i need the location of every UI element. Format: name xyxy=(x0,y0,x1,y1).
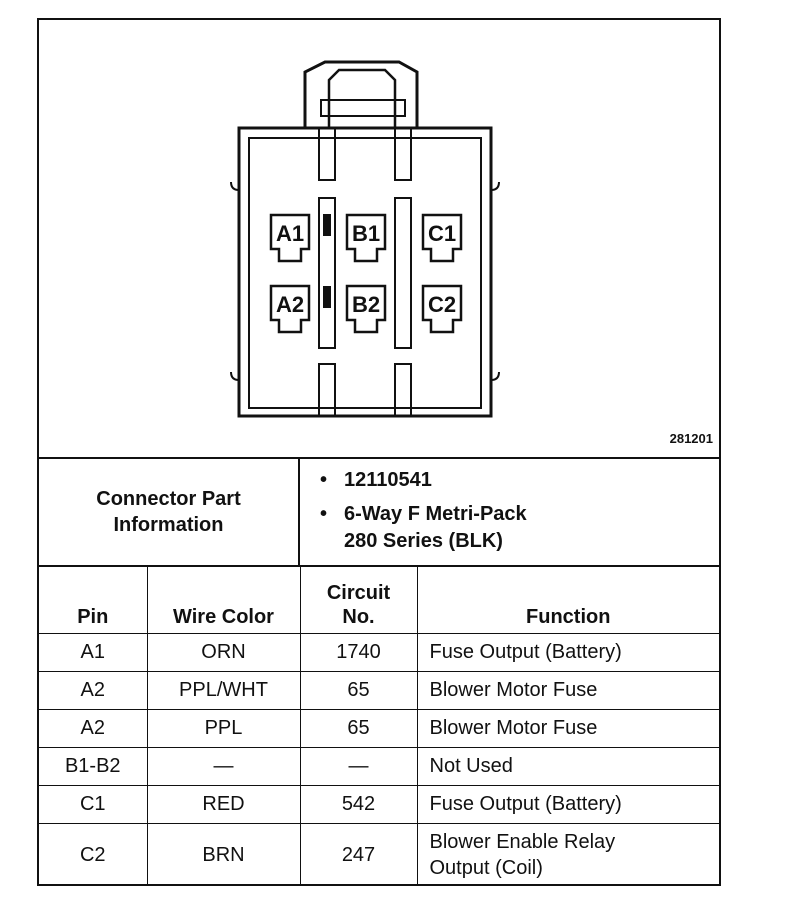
function-cell: Fuse Output (Battery) xyxy=(416,785,719,824)
pin-cell: B1-B2 xyxy=(39,747,148,786)
wire-color-cell: — xyxy=(146,747,301,786)
pin-cell: A2 xyxy=(39,671,148,710)
connector-sheet: A1 B1 C1 A2 B2 C2 281201 Connector Part … xyxy=(37,18,721,886)
wire-color-cell: PPL/WHT xyxy=(146,671,301,710)
connector-diagram: A1 B1 C1 A2 B2 C2 281201 xyxy=(39,20,719,457)
circuit-cell: — xyxy=(299,747,418,786)
description-item: • 6-Way F Metri-Pack 280 Series (BLK) xyxy=(300,501,719,555)
table-row: C1 RED 542 Fuse Output (Battery) xyxy=(39,785,719,824)
table-row: B1-B2 — — Not Used xyxy=(39,747,719,786)
cavity-label-b2: B2 xyxy=(352,292,380,317)
function-line1: Blower Enable Relay xyxy=(429,831,616,853)
header-circuit: Circuit No. xyxy=(299,567,418,634)
pin-cell: C2 xyxy=(39,823,148,886)
table-row: A2 PPL 65 Blower Motor Fuse xyxy=(39,709,719,748)
table-header-row: Pin Wire Color Circuit No. Function xyxy=(39,567,719,634)
wire-color-cell: ORN xyxy=(146,633,301,672)
function-line2: Output (Coil) xyxy=(429,857,543,879)
bullet-icon: • xyxy=(320,503,328,525)
pin-cell: A1 xyxy=(39,633,148,672)
pin-cell: C1 xyxy=(39,785,148,824)
header-pin: Pin xyxy=(39,567,148,634)
cavity-label-a1: A1 xyxy=(276,221,304,246)
info-heading-line1: Connector Part xyxy=(96,488,241,510)
header-circuit-line2: No. xyxy=(342,606,375,628)
table-row: C2 BRN 247 Blower Enable Relay Output (C… xyxy=(39,823,719,886)
header-function: Function xyxy=(416,567,719,634)
circuit-cell: 1740 xyxy=(299,633,418,672)
part-number: 12110541 xyxy=(344,469,432,491)
circuit-cell: 65 xyxy=(299,709,418,748)
info-heading-line2: Information xyxy=(113,514,224,536)
cavity-label-c2: C2 xyxy=(428,292,456,317)
wire-color-cell: PPL xyxy=(146,709,301,748)
pin-cell: A2 xyxy=(39,709,148,748)
info-details: • 12110541 • 6-Way F Metri-Pack 280 Seri… xyxy=(300,467,719,555)
wire-color-cell: RED xyxy=(146,785,301,824)
connector-drawing: A1 B1 C1 A2 B2 C2 xyxy=(230,60,500,418)
circuit-cell: 247 xyxy=(299,823,418,886)
function-cell: Fuse Output (Battery) xyxy=(416,633,719,672)
function-cell: Blower Motor Fuse xyxy=(416,709,719,748)
part-number-item: • 12110541 xyxy=(300,467,719,494)
circuit-cell: 542 xyxy=(299,785,418,824)
function-cell: Not Used xyxy=(416,747,719,786)
cavity-label-c1: C1 xyxy=(428,221,456,246)
figure-number: 281201 xyxy=(669,431,713,446)
circuit-cell: 65 xyxy=(299,671,418,710)
header-circuit-line1: Circuit xyxy=(326,582,391,604)
info-heading: Connector Part Information xyxy=(39,459,300,565)
function-cell: Blower Enable Relay Output (Coil) xyxy=(416,823,719,886)
connector-part-info: Connector Part Information • 12110541 • … xyxy=(39,457,719,567)
cavity-label-b1: B1 xyxy=(352,221,380,246)
table-row: A1 ORN 1740 Fuse Output (Battery) xyxy=(39,633,719,672)
function-cell: Blower Motor Fuse xyxy=(416,671,719,710)
description-line2: 280 Series (BLK) xyxy=(344,530,503,552)
pinout-table: Pin Wire Color Circuit No. Function A1 O… xyxy=(39,567,719,886)
table-row: A2 PPL/WHT 65 Blower Motor Fuse xyxy=(39,671,719,710)
bullet-icon: • xyxy=(320,469,328,491)
header-wire-color: Wire Color xyxy=(146,567,301,634)
description-line1: 6-Way F Metri-Pack xyxy=(344,503,527,525)
cavity-label-a2: A2 xyxy=(276,292,304,317)
wire-color-cell: BRN xyxy=(146,823,301,886)
